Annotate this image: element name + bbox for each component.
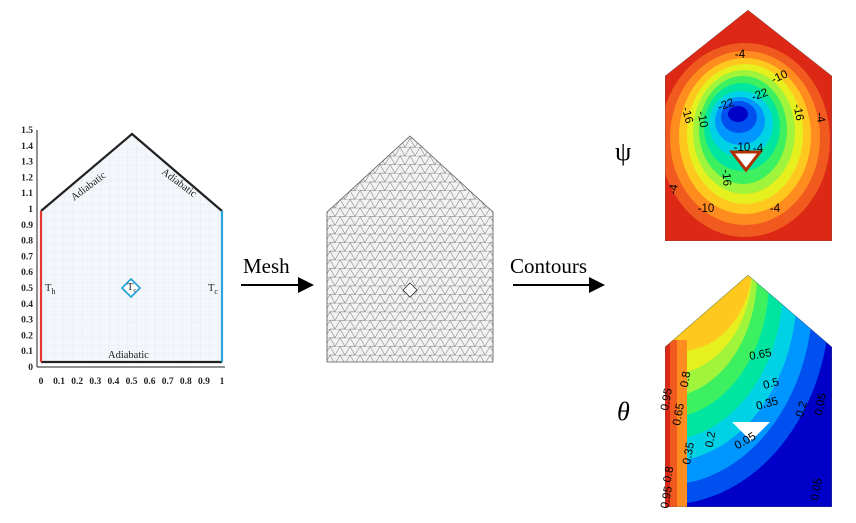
y-tick-label: 0.1 <box>21 347 33 357</box>
psi-contour-label: -4 <box>753 143 764 155</box>
y-tick-label: 0.3 <box>21 316 33 326</box>
y-tick-label: 0.6 <box>21 268 33 278</box>
cold-wall-label: Tc <box>208 283 218 296</box>
x-tick-label: 0 <box>39 377 44 387</box>
theta-contour-panel <box>665 275 832 507</box>
y-tick-label: 1.2 <box>21 173 33 183</box>
mesh-label: Mesh <box>243 254 290 278</box>
psi-contour-label: -4 <box>667 183 681 196</box>
theta-contour-label: 0.8 <box>679 371 694 389</box>
x-tick-label: 0.3 <box>89 377 101 387</box>
y-tick-label: 0 <box>28 363 33 373</box>
x-tick-label: 0.1 <box>53 377 65 387</box>
contours-label: Contours <box>510 254 587 278</box>
theta-symbol: θ <box>617 397 630 426</box>
x-tick-label: 0.9 <box>198 377 210 387</box>
psi-contour-panel <box>665 10 832 241</box>
y-tick-label: 1.5 <box>21 126 33 136</box>
y-tick-label: 1.3 <box>21 158 33 168</box>
psi-contour-label: -16 <box>679 106 695 125</box>
x-tick-label: 0.5 <box>126 377 138 387</box>
x-tick-labels: 0 0.1 0.2 0.3 0.4 0.5 0.6 0.7 0.8 0.9 1 <box>39 377 225 387</box>
psi-contour-label: -16 <box>719 169 732 187</box>
mesh-panel <box>326 135 494 363</box>
y-tick-label: 1.1 <box>21 189 33 199</box>
theta-contour-label: 0.35 <box>755 395 780 412</box>
geometry-panel: 0 0.1 0.2 0.3 0.4 0.5 0.6 0.7 0.8 0.9 1 1.1 1.2 1.3 1.… <box>21 126 225 387</box>
roof-boundary <box>40 132 223 212</box>
theta-contour-label: 0.05 <box>809 477 825 501</box>
theta-contour-label: 0.65 <box>748 347 772 363</box>
inner-body-label: Tc <box>127 282 136 294</box>
psi-contour-label: -10 <box>734 142 751 154</box>
theta-contour-label: 0.2 <box>704 431 719 449</box>
bottom-label: Adiabatic <box>108 350 149 361</box>
psi-contour-label: -22 <box>750 87 770 104</box>
psi-contour-label: -10 <box>698 203 715 215</box>
psi-contour-label: -22 <box>716 97 736 114</box>
psi-contour-label: -16 <box>791 103 806 121</box>
inner-body-diamond <box>120 277 142 299</box>
y-tick-label: 1 <box>28 205 33 215</box>
theta-contour-label: 0.65 <box>671 402 687 426</box>
psi-contour-label: -10 <box>695 110 710 128</box>
theta-contour-label: 0.95 <box>659 485 675 509</box>
mesh-triangles <box>327 136 493 362</box>
y-tick-label: 0.4 <box>21 300 33 310</box>
x-tick-label: 0.6 <box>144 377 156 387</box>
theta-contour-label: 0.35 <box>681 441 697 465</box>
psi-contour-label: -4 <box>770 203 781 215</box>
psi-contour-label: -4 <box>735 49 746 61</box>
y-tick-labels: 0 0.1 0.2 0.3 0.4 0.5 0.6 0.7 0.8 0.9 1 1.1 1.2 1.3 1.… <box>21 126 33 373</box>
y-tick-label: 0.9 <box>21 221 33 231</box>
x-tick-label: 1 <box>220 377 225 387</box>
x-tick-label: 0.4 <box>107 377 119 387</box>
hot-wall-label: Th <box>45 283 55 296</box>
psi-contour-labels: -4-10-16-22-22-10-16-4-10-4-16-10-4-4 <box>667 49 827 215</box>
psi-symbol: ψ <box>615 137 631 166</box>
theta-contour-label: 0.05 <box>813 392 829 416</box>
y-tick-label: 0.8 <box>21 237 33 247</box>
y-tick-label: 0.7 <box>21 252 33 262</box>
domain-grid <box>41 134 222 362</box>
theta-contour-label: 0.8 <box>662 466 677 484</box>
x-tick-label: 0.2 <box>71 377 83 387</box>
contours-arrow: Contours <box>510 254 605 293</box>
y-tick-label: 1.4 <box>21 142 33 152</box>
theta-contour-label: 0.2 <box>794 400 810 419</box>
theta-contour-label: 0.5 <box>762 376 781 392</box>
theta-contour-label: 0.95 <box>659 387 675 411</box>
x-tick-label: 0.7 <box>162 377 174 387</box>
psi-contour-label: -4 <box>813 111 827 124</box>
mesh-hole <box>402 282 418 298</box>
y-tick-label: 0.5 <box>21 284 33 294</box>
y-tick-label: 0.2 <box>21 331 33 341</box>
mesh-arrow: Mesh <box>241 254 314 293</box>
x-tick-label: 0.8 <box>180 377 192 387</box>
